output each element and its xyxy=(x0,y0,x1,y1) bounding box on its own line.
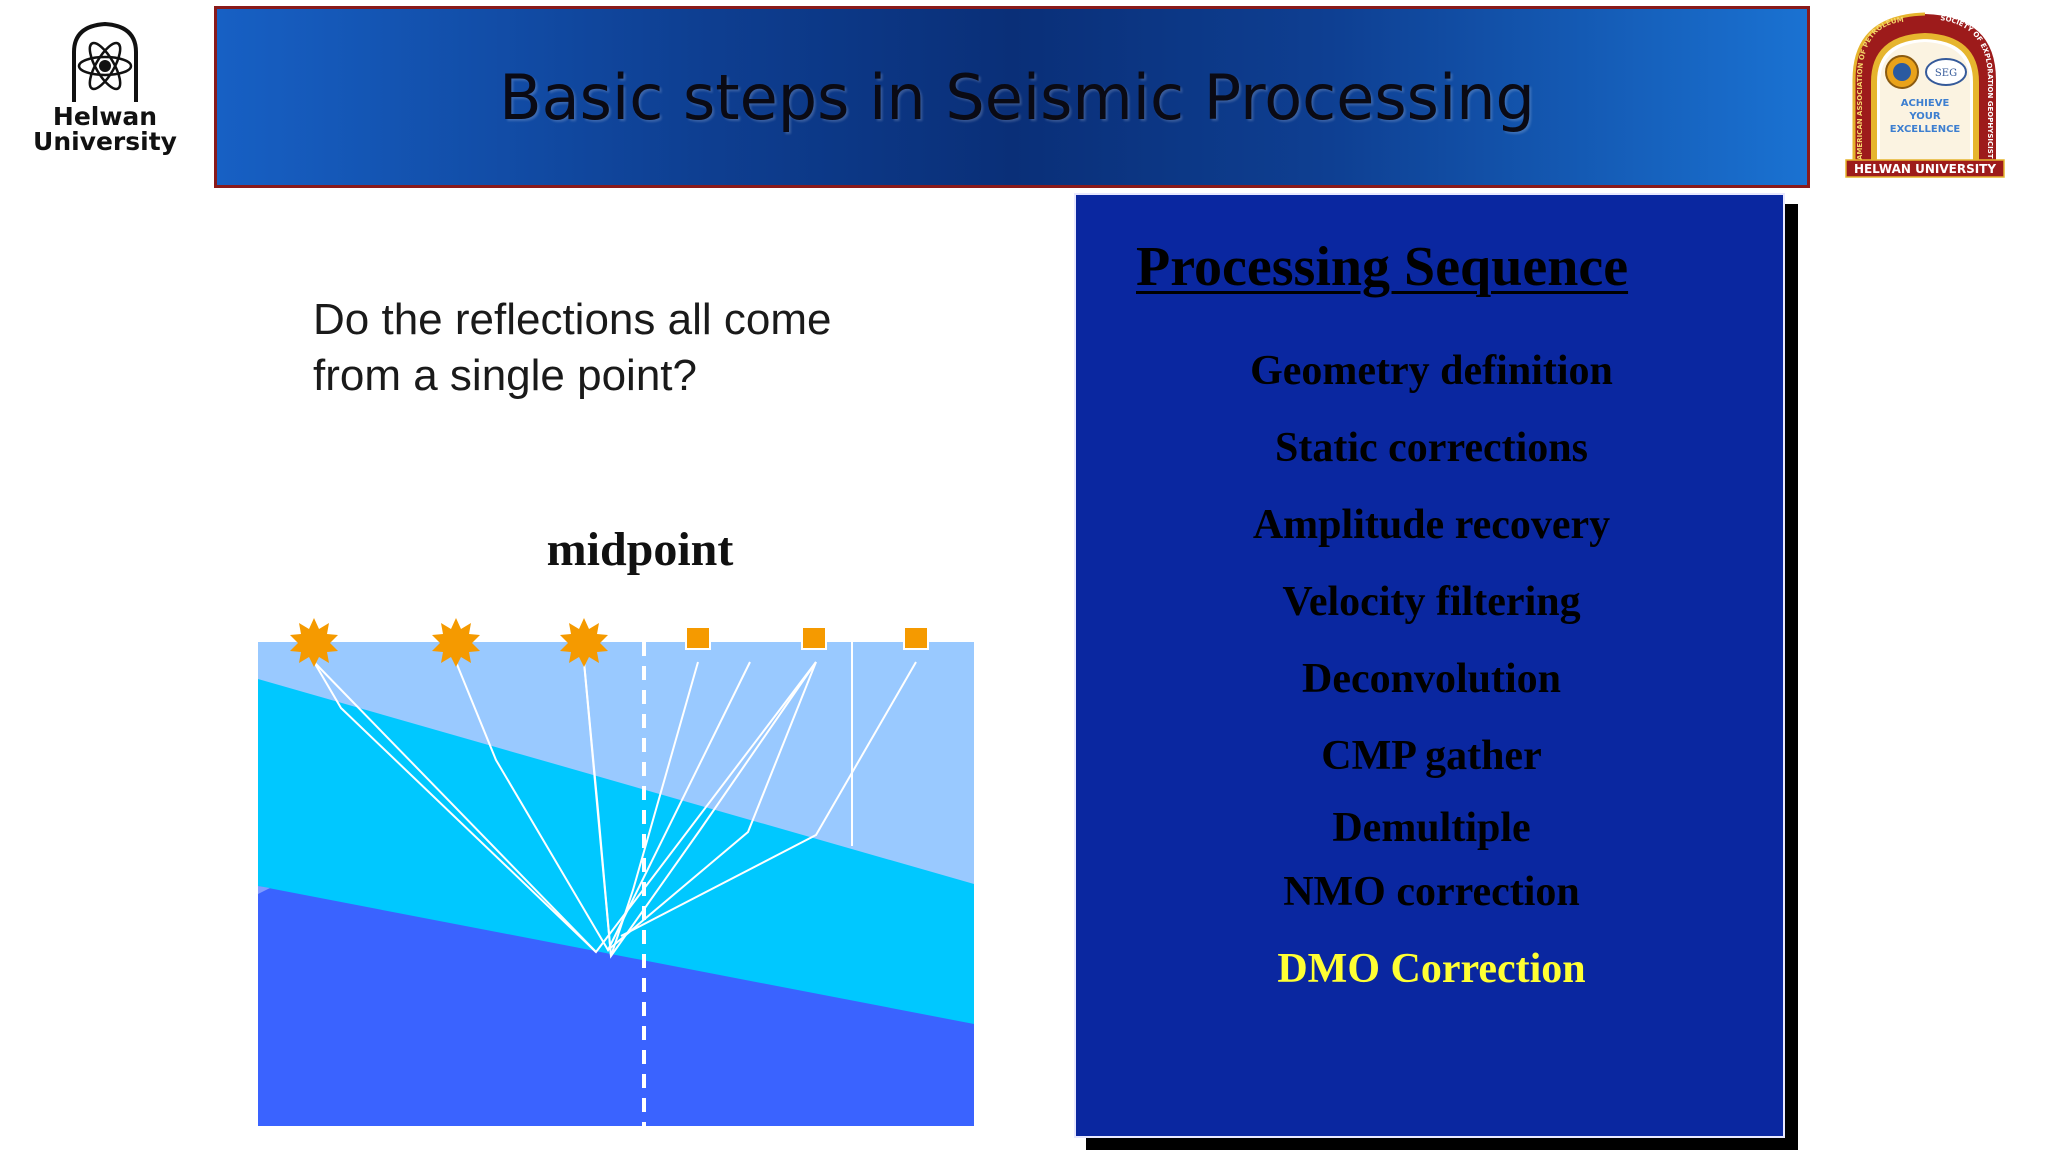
step-dmo-correction: DMO Correction xyxy=(1277,946,1586,992)
step-geometry-definition: Geometry definition xyxy=(1250,348,1613,394)
logo-motto-line-1: ACHIEVE xyxy=(1901,98,1950,109)
slide-title: Basic steps in Seismic Processing xyxy=(499,60,1535,134)
square-receiver-icon xyxy=(903,626,929,650)
aapg-seg-helwan-student-chapter-logo: AMERICAN ASSOCIATION OF PETROLEUM GEOLOG… xyxy=(1837,4,2010,180)
logo-motto-line-2: YOUR xyxy=(1908,111,1941,122)
logo-line-1: Helwan xyxy=(52,102,158,131)
aapg-seg-helwan-student-chapter-logo-icon: AMERICAN ASSOCIATION OF PETROLEUM GEOLOG… xyxy=(1837,4,2005,178)
midpoint-label: midpoint xyxy=(546,523,734,576)
step-deconvolution: Deconvolution xyxy=(1301,656,1561,702)
bottom-layer xyxy=(258,886,974,1126)
question-text: Do the reflections all come from a singl… xyxy=(313,292,953,404)
step-velocity-filtering: Velocity filtering xyxy=(1282,579,1581,625)
logo-seg-badge-text: SEG xyxy=(1935,68,1957,79)
ray-paths xyxy=(313,642,917,959)
logo-motto-line-3: EXCELLENCE xyxy=(1890,124,1961,135)
question-line-2: from a single point? xyxy=(313,351,697,400)
ray-path-1 xyxy=(313,661,817,954)
panel-heading: Processing Sequence xyxy=(1136,236,1629,298)
step-cmp-gather: CMP gather xyxy=(1321,733,1542,779)
ray-path-2 xyxy=(455,661,751,953)
step-amplitude-recovery: Amplitude recovery xyxy=(1252,502,1611,548)
ray-path-7 xyxy=(620,661,917,937)
ray-path-6 xyxy=(607,661,817,951)
ray-path-5 xyxy=(583,661,699,957)
square-receiver-icon xyxy=(685,626,711,650)
helwan-university-logo: Helwan University xyxy=(30,22,180,172)
helwan-university-wordmark: Helwan University xyxy=(30,104,180,154)
step-static-corrections: Static corrections xyxy=(1275,425,1588,471)
bottom-layer-edge xyxy=(258,886,270,894)
sun-burst-source-icon xyxy=(290,618,338,667)
sun-burst-source-icon xyxy=(432,618,480,667)
processing-sequence-panel: Processing Sequence Geometry definition … xyxy=(1074,193,1785,1138)
seismic-raypath-diagram xyxy=(258,618,974,1126)
square-receiver-icon xyxy=(801,626,827,650)
helwan-university-atom-emblem-icon xyxy=(72,22,138,102)
ray-path-4 xyxy=(313,661,597,953)
title-banner: Basic steps in Seismic Processing xyxy=(214,6,1810,188)
question-line-1: Do the reflections all come xyxy=(313,295,832,344)
step-nmo-correction: NMO correction xyxy=(1283,869,1580,915)
receivers xyxy=(685,626,929,650)
sun-burst-source-icon xyxy=(560,618,608,667)
logo-bottom-banner-text: HELWAN UNIVERSITY xyxy=(1854,162,1996,176)
sources xyxy=(290,618,608,667)
logo-line-2: University xyxy=(33,127,177,156)
step-demultiple: Demultiple xyxy=(1332,805,1531,851)
